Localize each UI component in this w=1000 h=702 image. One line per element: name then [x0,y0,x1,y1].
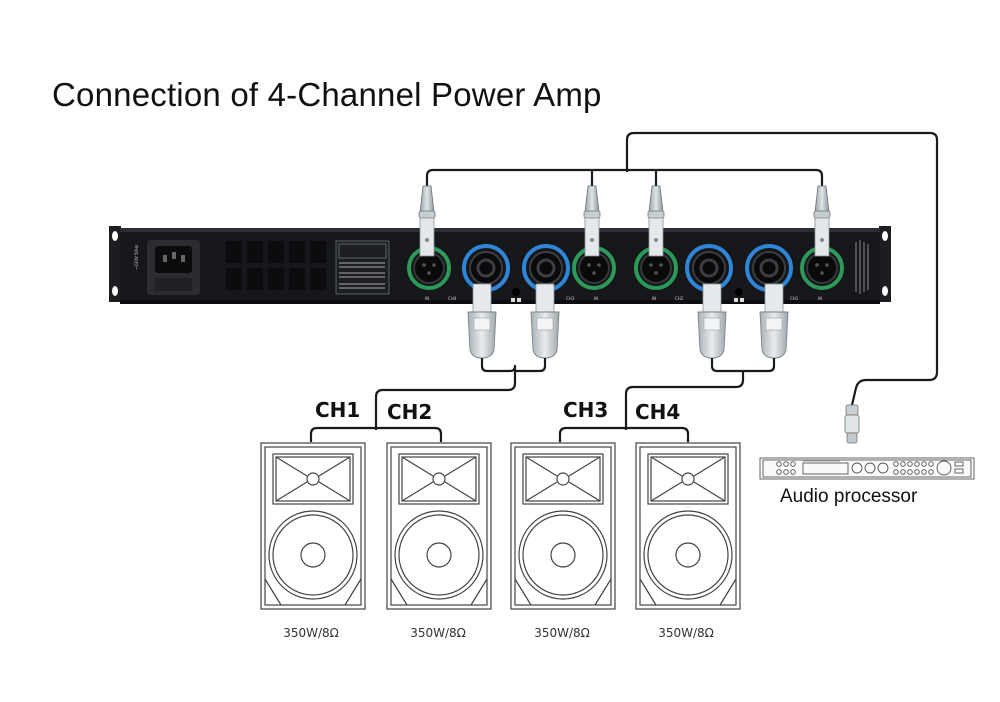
horn-tweeter-icon [272,453,354,505]
output-cable-ch3-ch4 [374,358,547,430]
mode-switch-ch1-ch2[interactable] [734,288,744,302]
speaker-rating-ch3: 350W/8Ω [534,626,590,640]
panel-label-ch4: CH4 [448,296,457,301]
woofer-icon [643,510,733,600]
audio-processor-label: Audio processor [780,486,918,507]
power-amplifier: ~230V 50Hz [109,226,891,304]
speakon-plug [467,283,497,359]
input-cable-tree [425,131,939,406]
speaker-cabinet-ch3 [510,442,616,610]
panel-label-ch3: CH3 [566,296,575,301]
woofer-icon [268,510,358,600]
processor-feed-cable [625,131,939,406]
speaker-rating-ch1: 350W/8Ω [283,626,339,640]
panel-label-ch1: CH1 [790,296,799,301]
xlr-plug [813,185,831,257]
rack-ear-right [879,226,891,302]
speaker-cabinet-ch2 [386,442,492,610]
speaker-cabinet-ch4 [635,442,741,610]
processor-display [802,462,849,475]
speakon-output-ch1[interactable] [745,244,793,292]
speakon-output-ch4[interactable] [462,244,510,292]
xlr-plug [418,185,436,257]
vent-grille [226,241,326,290]
processor-main-knob [936,460,952,476]
speakon-plug [530,283,560,359]
power-inlet: ~230V 50Hz [134,240,200,295]
speaker-link-ch3-ch4 [558,426,690,442]
rack-ear-left [109,226,121,302]
speaker-link-ch1-ch2 [309,426,443,442]
speakon-output-ch3[interactable] [522,244,570,292]
channel-label-ch4: CH4 [635,400,680,424]
speakon-plugs-output [467,283,789,359]
panel-label-in-ch4: IN [425,296,429,301]
audio-processor [759,457,975,480]
panel-label-in-ch3: IN [594,296,598,301]
diagram-title: Connection of 4-Channel Power Amp [52,76,602,113]
spec-label [335,240,390,295]
speakon-output-ch2[interactable] [685,244,733,292]
svg-text:~230V 50Hz: ~230V 50Hz [134,245,139,270]
output-cable-ch1-ch2 [624,358,776,430]
speaker-cabinet-ch1 [260,442,366,610]
panel-labels: IN CH4 CH3 IN IN CH2 CH1 IN [425,296,822,301]
processor-xlr-plug [844,404,860,444]
panel-label-in-ch1: IN [818,296,822,301]
xlr-plug [583,185,601,257]
speakon-plug [759,283,789,359]
speaker-rating-ch4: 350W/8Ω [658,626,714,640]
speaker-group [260,442,741,610]
xlr-plugs-input [418,185,831,257]
channel-label-ch2: CH2 [387,400,432,424]
woofer-icon [394,510,484,600]
woofer-icon [518,510,608,600]
horn-tweeter-icon [647,453,729,505]
panel-label-in-ch2: IN [652,296,656,301]
speaker-rating-ch2: 350W/8Ω [410,626,466,640]
speakon-plug [697,283,727,359]
xlr-plug [647,185,665,257]
input-bus-cable [425,168,824,186]
horn-tweeter-icon [522,453,604,505]
output-cable-tree [309,358,776,442]
xlr-input-ch3[interactable] [572,246,616,290]
panel-label-ch2: CH2 [675,296,684,301]
warning-text [855,240,869,294]
channel-label-ch3: CH3 [563,398,608,422]
mode-switch-ch3-ch4[interactable] [511,288,521,302]
channel-label-ch1: CH1 [315,398,360,422]
horn-tweeter-icon [398,453,480,505]
